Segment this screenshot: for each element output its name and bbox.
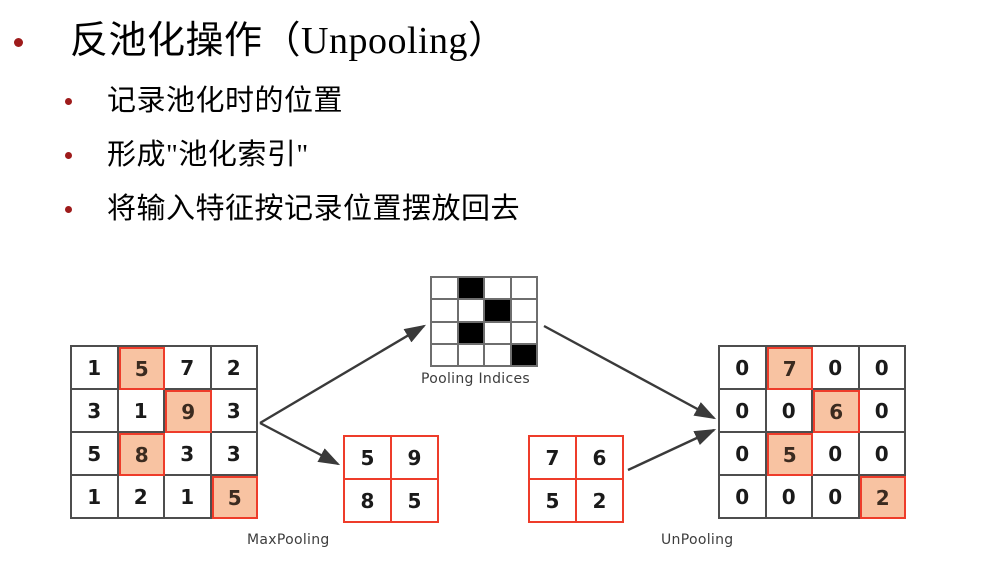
grid-cell: 0 (720, 347, 767, 390)
page-title: 反池化操作（Unpooling） (70, 20, 507, 62)
indices-cell (458, 322, 485, 345)
indices-cell (485, 322, 512, 345)
bullet-dot-icon (65, 98, 72, 105)
sub-bullet-row-3: 将输入特征按记录位置摆放回去 (65, 190, 520, 228)
arrow-indices-to-unpool (543, 324, 717, 420)
sub-bullet-row-2: 形成"池化索引" (65, 136, 309, 174)
pooling-indices-caption: Pooling Indices (421, 371, 530, 387)
indices-cell (511, 278, 538, 301)
grid-cell: 2 (859, 476, 906, 519)
grid-cell: 7 (530, 437, 577, 480)
indices-cell (511, 300, 538, 323)
sub-bullet-label-3: 将输入特征按记录位置摆放回去 (107, 193, 521, 225)
grid-cell: 6 (577, 437, 624, 480)
indices-cell (432, 300, 459, 323)
grid-cell: 0 (813, 433, 860, 476)
grid-cell: 7 (766, 347, 813, 390)
grid-cell: 2 (118, 476, 165, 519)
sub-bullet-label-2: 形成"池化索引" (107, 139, 309, 171)
grid-cell: 2 (211, 347, 258, 390)
grid-cell: 0 (720, 433, 767, 476)
grid-cell: 9 (392, 437, 439, 480)
grid-cell: 1 (118, 390, 165, 433)
grid-cell: 9 (165, 390, 212, 433)
indices-cell (432, 344, 459, 367)
indices-cell (485, 344, 512, 367)
grid-cell: 3 (211, 390, 258, 433)
indices-cell (432, 322, 459, 345)
indices-cell (511, 344, 538, 367)
bullet-dot-icon (65, 206, 72, 213)
sub-bullet-row-1: 记录池化时的位置 (65, 82, 343, 120)
arrow-input-to-indices (259, 324, 427, 425)
grid-cell: 0 (813, 476, 860, 519)
grid-cell: 5 (72, 433, 119, 476)
grid-cell: 5 (766, 433, 813, 476)
indices-cell (458, 278, 485, 301)
grid-cell: 0 (859, 347, 906, 390)
grid-cell: 1 (72, 347, 119, 390)
grid-cell: 5 (530, 480, 577, 523)
bullet-dot-icon (65, 152, 72, 159)
grid-cell: 7 (165, 347, 212, 390)
slide-title-row: 反池化操作（Unpooling） (14, 17, 507, 65)
grid-cell: 0 (766, 476, 813, 519)
grid-cell: 5 (211, 476, 258, 519)
grid-cell: 3 (72, 390, 119, 433)
indices-cell (458, 344, 485, 367)
grid-cell: 0 (720, 390, 767, 433)
grid-cell: 0 (859, 433, 906, 476)
grid-cell: 2 (577, 480, 624, 523)
grid-cell: 5 (118, 347, 165, 390)
indices-cell (485, 278, 512, 301)
grid-cell: 0 (766, 390, 813, 433)
pooling-indices-grid[interactable] (430, 276, 538, 367)
grid-cell: 5 (345, 437, 392, 480)
grid-cell: 0 (859, 390, 906, 433)
bullet-dot-icon (14, 38, 23, 47)
grid-cell: 3 (165, 433, 212, 476)
sub-bullet-label-1: 记录池化时的位置 (107, 85, 344, 117)
indices-cell (511, 322, 538, 345)
indices-cell (432, 278, 459, 301)
grid-cell: 0 (813, 347, 860, 390)
unpool-caption: UnPooling (661, 532, 734, 548)
indices-cell (485, 300, 512, 323)
indices-cell (458, 300, 485, 323)
grid-cell: 1 (72, 476, 119, 519)
grid-cell: 0 (720, 476, 767, 519)
grid-cell: 8 (118, 433, 165, 476)
grid-cell: 3 (211, 433, 258, 476)
arrow-unpoolinput-to-unpool (627, 428, 717, 472)
grid-cell: 1 (165, 476, 212, 519)
grid-cell: 6 (813, 390, 860, 433)
grid-cell: 8 (345, 480, 392, 523)
maxpool-caption: MaxPooling (247, 532, 330, 548)
grid-cell: 5 (392, 480, 439, 523)
arrow-input-to-maxpool (259, 421, 341, 466)
